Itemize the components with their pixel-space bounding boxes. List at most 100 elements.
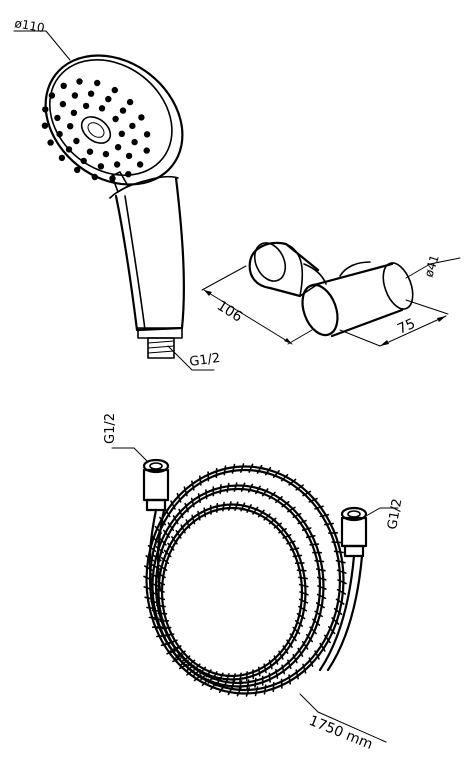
nozzle	[125, 152, 133, 160]
nozzle	[129, 122, 136, 130]
hose-rib	[314, 505, 324, 510]
hose-rib	[289, 633, 297, 642]
hose-rib	[319, 642, 326, 652]
shower-holder: 106 75 ø41	[201, 241, 461, 347]
hose-rib	[308, 657, 314, 668]
hose-rib	[288, 478, 297, 486]
hose-rib	[248, 463, 254, 473]
hose-rib	[257, 666, 261, 677]
nozzle	[48, 92, 56, 99]
nozzle	[73, 137, 80, 145]
hose-length-label: 1750 mm	[307, 713, 375, 753]
hose-rib	[336, 588, 347, 595]
nozzle	[42, 106, 49, 113]
hose-rib	[226, 482, 230, 493]
hose-thread-right-label: G1/2	[385, 498, 405, 531]
hose-rib	[263, 663, 267, 674]
handle-thread-label: G1/2	[188, 351, 221, 370]
hose-connector-right	[340, 506, 368, 558]
hose-rib	[327, 626, 336, 635]
hand-shower: ø110 G1/2	[13, 16, 221, 371]
hose-rib	[175, 529, 182, 539]
nozzle	[136, 161, 144, 168]
hose-rib	[292, 554, 303, 558]
hose-rib	[240, 502, 246, 512]
hose-rib	[236, 687, 242, 697]
hose-rib	[170, 500, 176, 510]
holder-diameter-label: ø41	[422, 253, 442, 279]
hose-rib	[228, 501, 232, 511]
hose-rib	[288, 674, 292, 685]
hose-rib	[234, 501, 239, 511]
hose-rib	[298, 583, 309, 588]
hose-rib	[268, 517, 277, 525]
hose-rib	[335, 598, 345, 605]
hose-rib	[158, 564, 168, 572]
hose-rib	[184, 502, 189, 513]
hose-rib	[255, 485, 261, 495]
nozzle	[91, 173, 99, 181]
hose-rib	[319, 513, 330, 518]
hose-rib	[281, 500, 290, 508]
hose-rib	[172, 645, 182, 651]
hose-rib	[212, 671, 218, 680]
hose-rib	[157, 612, 168, 615]
holder-length-label: 106	[214, 298, 245, 326]
nozzle	[105, 95, 112, 103]
hose-rib	[292, 512, 302, 519]
nozzle	[98, 105, 106, 112]
nozzle	[97, 163, 105, 170]
hose-rib	[205, 669, 212, 678]
hose-rib	[164, 633, 175, 637]
hose-rib	[268, 672, 271, 683]
nozzle	[112, 115, 119, 123]
hose-rib	[316, 576, 327, 581]
nozzle	[143, 131, 151, 138]
hose-rib	[287, 506, 296, 513]
hose-rib	[301, 640, 309, 650]
hose-rib	[282, 645, 289, 655]
hose-rib	[312, 618, 321, 626]
hose-rib	[190, 497, 195, 508]
nozzle	[111, 86, 119, 94]
hose-rib	[239, 672, 242, 683]
hose-rib	[305, 633, 314, 643]
nozzle	[76, 78, 83, 85]
hose-rib	[263, 513, 271, 521]
hose-rib	[292, 653, 298, 664]
handle-thread	[147, 337, 175, 359]
hose-rib	[297, 519, 307, 525]
hose-rib	[289, 547, 300, 551]
nozzle	[59, 100, 67, 108]
hose-rib	[305, 534, 316, 539]
hose-rib	[257, 509, 265, 518]
hose-rib	[191, 480, 195, 491]
hose-tail	[156, 508, 166, 592]
hose-rib	[275, 495, 283, 504]
hose-rib	[268, 491, 276, 500]
hose-rib	[298, 576, 309, 580]
hose-tail	[148, 508, 158, 592]
hose-loop	[157, 503, 307, 681]
nozzle	[102, 150, 110, 158]
hose-rib	[264, 466, 272, 476]
hose-rib	[301, 527, 312, 532]
hose-rib	[240, 463, 245, 473]
hose-rib	[167, 522, 175, 532]
hose-rib	[176, 492, 182, 503]
hose-connector-left	[142, 458, 170, 512]
hose-rib	[222, 501, 225, 512]
nozzle	[56, 130, 63, 138]
spray-nozzles	[41, 78, 151, 182]
hose-rib	[298, 605, 308, 612]
hose-rib	[297, 647, 304, 657]
hose-rib	[149, 572, 160, 579]
hose-rib	[182, 655, 191, 662]
hose-rib	[199, 475, 202, 486]
hose-rib	[172, 515, 179, 525]
hose-rib	[232, 673, 236, 683]
hose-rib	[203, 507, 207, 518]
hose-rib	[309, 626, 317, 635]
nozzle	[138, 114, 145, 121]
